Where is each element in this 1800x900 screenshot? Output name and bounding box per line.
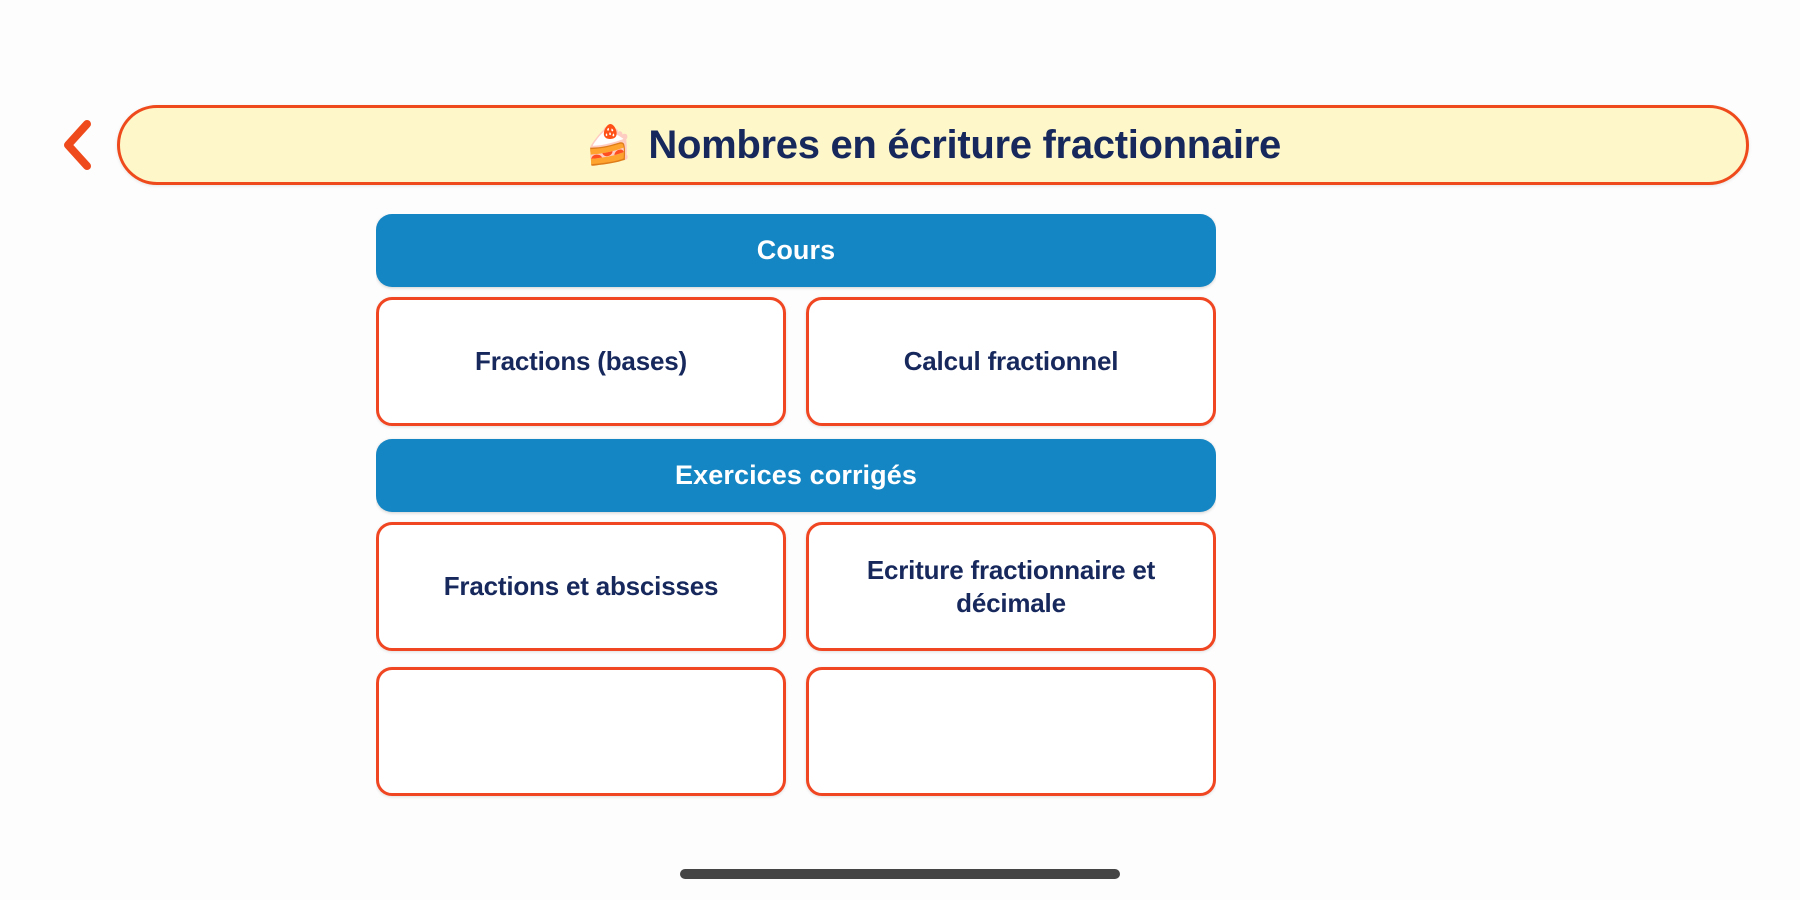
section-header-cours[interactable]: Cours [376, 214, 1216, 287]
card-label: Fractions (bases) [475, 346, 687, 377]
page-title-banner[interactable]: 🍰 Nombres en écriture fractionnaire [117, 105, 1749, 185]
header: 🍰 Nombres en écriture fractionnaire [0, 103, 1800, 187]
cake-slice-icon: 🍰 [585, 125, 633, 167]
chevron-left-icon [64, 120, 91, 170]
card-fractions-et-abscisses[interactable]: Fractions et abscisses [376, 522, 786, 651]
card-grid-cours: Fractions (bases) Calcul fractionnel [376, 297, 1216, 426]
home-indicator[interactable] [680, 869, 1120, 879]
card-label: Fractions et abscisses [443, 571, 719, 602]
card-ecriture-fractionnaire-et-decimale[interactable]: Ecriture fractionnaire et décimale [806, 522, 1216, 651]
card-partial-left[interactable] [376, 667, 786, 796]
card-fractions-bases[interactable]: Fractions (bases) [376, 297, 786, 426]
content-scroll-area[interactable]: Cours Fractions (bases) Calcul fractionn… [376, 214, 1216, 900]
section-header-label: Exercices corrigés [675, 460, 917, 490]
section-header-exercices-corriges[interactable]: Exercices corrigés [376, 439, 1216, 512]
card-label: Calcul fractionnel [903, 346, 1119, 377]
back-button[interactable] [38, 103, 116, 187]
card-calcul-fractionnel[interactable]: Calcul fractionnel [806, 297, 1216, 426]
card-grid-exercices-corriges: Fractions et abscisses Ecriture fraction… [376, 522, 1216, 796]
card-label: Ecriture fractionnaire et décimale [866, 555, 1156, 618]
page-title: Nombres en écriture fractionnaire [648, 122, 1281, 167]
card-partial-right[interactable] [806, 667, 1216, 796]
section-header-label: Cours [756, 235, 836, 265]
